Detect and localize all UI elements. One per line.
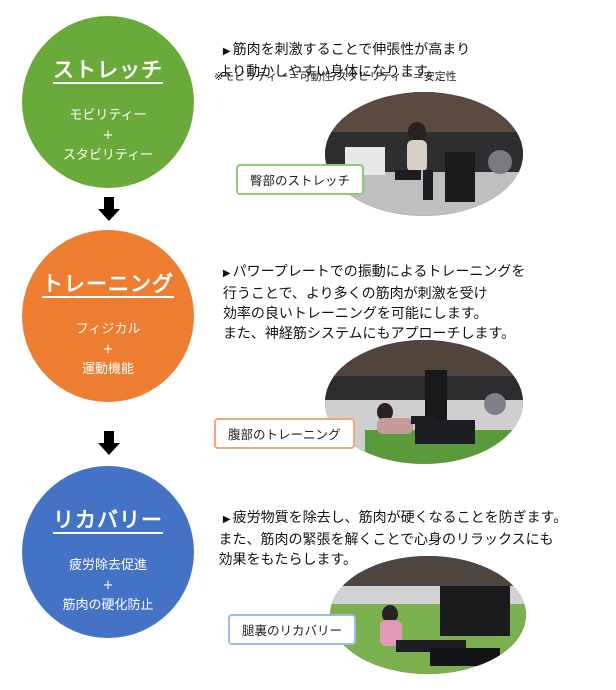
recovery-circle: リカバリー 疲労除去促進 + 筋肉の硬化防止 [22,466,194,638]
bullet-triangle-icon: ▶ [222,268,231,279]
stretch-sub1: モビリティー [69,108,147,123]
recovery-photo [330,556,526,674]
down-arrow-icon [98,197,120,221]
training-sub2: 運動機能 [81,362,134,377]
training-sub1: フィジカル [75,322,141,337]
training-title: トレーニング [42,272,174,296]
stretch-description: ▶筋肉を刺激することで伸張性が高まり より動かしやすい身体になります。 [214,20,470,82]
recovery-plus: + [102,578,114,593]
bullet-triangle-icon: ▶ [222,46,231,57]
stretch-plus: + [102,128,114,143]
stretch-title: ストレッチ [53,58,163,82]
stretch-photo-label: 臀部のストレッチ [236,164,365,195]
recovery-description: ▶疲労物質を除去し、筋肉が硬くなることを防ぎます。 また、筋肉の緊張を解くことで… [214,488,567,570]
training-description: ▶パワープレートでの振動によるトレーニングを 行うことで、より多くの筋肉が刺激を… [214,242,525,344]
training-photo-label: 腹部のトレーニング [214,418,355,449]
down-arrow-icon [98,431,120,455]
stretch-note: ※モビリティー＝可動性/スタビリティー＝安定性 [214,70,457,83]
recovery-sub2: 筋肉の硬化防止 [62,598,154,613]
stretch-desc-text: 筋肉を刺激することで伸張性が高まり より動かしやすい身体になります。 [218,42,471,80]
recovery-sub1: 疲労除去促進 [68,558,147,573]
stretch-circle: ストレッチ モビリティー + スタビリティー [22,16,194,188]
stretch-photo [325,92,523,216]
training-desc-text: パワープレートでの振動によるトレーニングを 行うことで、より多くの筋肉が刺激を受… [222,264,526,342]
recovery-photo-label: 腿裏のリカバリー [228,614,357,645]
training-photo [325,340,523,464]
recovery-desc-text: 疲労物質を除去し、筋肉が硬くなることを防ぎます。 また、筋肉の緊張を解くことで心… [218,510,568,568]
bullet-triangle-icon: ▶ [222,514,231,525]
training-circle: トレーニング フィジカル + 運動機能 [22,230,194,402]
stretch-sub2: スタビリティー [62,148,154,163]
recovery-title: リカバリー [53,508,163,532]
training-plus: + [102,342,114,357]
